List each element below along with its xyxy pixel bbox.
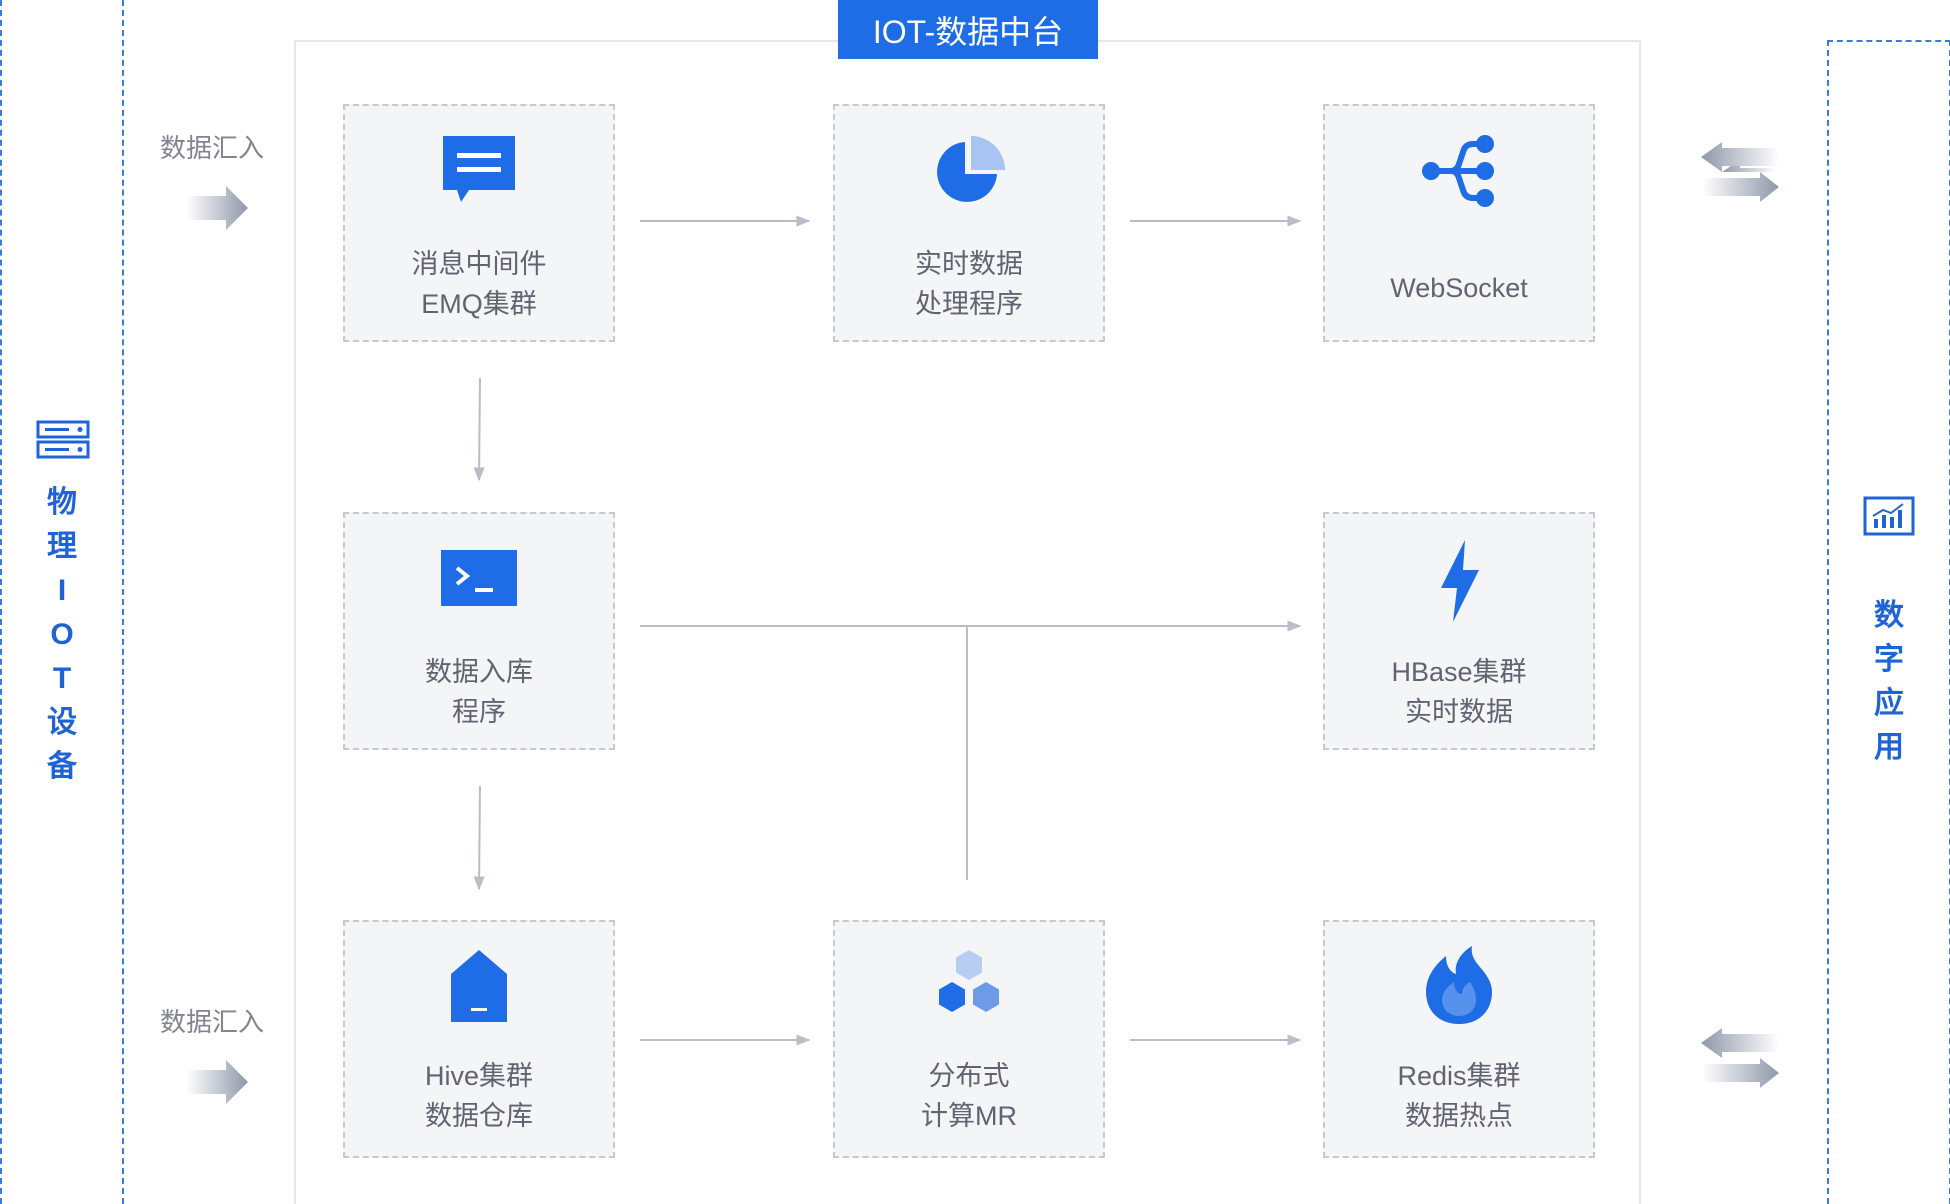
- inflow-label-top: 数据汇入: [160, 133, 265, 163]
- node-realtime[interactable]: 实时数据 处理程序: [833, 104, 1105, 342]
- exchange-arrows-bottom: [1701, 1028, 1779, 1088]
- platform-title: IOT-数据中台: [838, 0, 1098, 59]
- left-panel-char: O: [50, 618, 74, 651]
- right-panel-char: 数: [1874, 599, 1904, 632]
- node-hbase-line1: HBase集群: [1391, 657, 1527, 687]
- node-realtime-label: 实时数据 处理程序: [835, 244, 1103, 324]
- node-emq-label: 消息中间件 EMQ集群: [345, 244, 613, 324]
- share-nodes-icon: [1422, 135, 1494, 207]
- node-hive-line2: 数据仓库: [425, 1101, 533, 1131]
- node-hbase-label: HBase集群 实时数据: [1325, 652, 1593, 732]
- node-websocket-label: WebSocket: [1325, 268, 1593, 308]
- node-hive-label: Hive集群 数据仓库: [345, 1056, 613, 1136]
- flame-icon: [1426, 946, 1492, 1024]
- left-panel-iot-devices: 物 理 I O T 设 备: [0, 0, 124, 1204]
- inflow-arrow-bottom: [186, 1060, 248, 1104]
- terminal-icon: [441, 550, 517, 606]
- left-panel-char: 理: [47, 530, 77, 563]
- node-ingest-line1: 数据入库: [425, 657, 533, 687]
- node-websocket-line1: WebSocket: [1390, 273, 1528, 303]
- node-emq-line1: 消息中间件: [411, 249, 547, 279]
- node-mr-line2: 计算MR: [921, 1101, 1017, 1131]
- warehouse-icon: [451, 950, 507, 1022]
- message-icon: [443, 136, 515, 202]
- inflow-arrow-top: [186, 186, 248, 230]
- right-panel-char: 字: [1874, 643, 1904, 676]
- node-redis-line2: 数据热点: [1405, 1101, 1513, 1131]
- pie-chart-icon: [937, 136, 1005, 202]
- node-mr-line1: 分布式: [928, 1061, 1010, 1091]
- node-ingest-label: 数据入库 程序: [345, 652, 613, 732]
- node-websocket[interactable]: WebSocket: [1323, 104, 1595, 342]
- node-realtime-line1: 实时数据: [915, 249, 1023, 279]
- left-panel-char: 设: [47, 706, 77, 739]
- node-emq-line2: EMQ集群: [421, 289, 537, 319]
- node-redis-line1: Redis集群: [1397, 1061, 1521, 1091]
- server-rack-icon: [36, 420, 90, 459]
- exchange-arrows-top: [1701, 142, 1779, 202]
- node-mr-label: 分布式 计算MR: [835, 1056, 1103, 1136]
- right-panel-label: 数 字 应 用: [1829, 594, 1949, 770]
- right-panel-char: 用: [1874, 731, 1904, 764]
- node-hive-line1: Hive集群: [424, 1061, 533, 1091]
- left-panel-char: 备: [47, 750, 77, 783]
- lightning-icon: [1441, 540, 1479, 622]
- left-panel-label: 物 理 I O T 设 备: [2, 481, 122, 789]
- node-realtime-line2: 处理程序: [915, 289, 1023, 319]
- node-ingest[interactable]: 数据入库 程序: [343, 512, 615, 750]
- node-redis-label: Redis集群 数据热点: [1325, 1056, 1593, 1136]
- right-panel-char: 应: [1874, 687, 1904, 720]
- node-ingest-line2: 程序: [452, 697, 506, 727]
- arrow-ingest-to-hive: [473, 785, 485, 891]
- arrow-emq-to-ingest: [473, 377, 485, 482]
- left-panel-char: T: [52, 662, 72, 695]
- left-panel-char: I: [57, 574, 67, 607]
- bar-chart-icon: [1863, 496, 1915, 536]
- node-emq[interactable]: 消息中间件 EMQ集群: [343, 104, 615, 342]
- node-mr[interactable]: 分布式 计算MR: [833, 920, 1105, 1158]
- inflow-label-bottom: 数据汇入: [160, 1007, 265, 1037]
- node-hbase[interactable]: HBase集群 实时数据: [1323, 512, 1595, 750]
- node-redis[interactable]: Redis集群 数据热点: [1323, 920, 1595, 1158]
- node-hive[interactable]: Hive集群 数据仓库: [343, 920, 615, 1158]
- hexagons-icon: [939, 950, 999, 1012]
- left-panel-char: 物: [47, 486, 77, 519]
- node-hbase-line2: 实时数据: [1405, 697, 1513, 727]
